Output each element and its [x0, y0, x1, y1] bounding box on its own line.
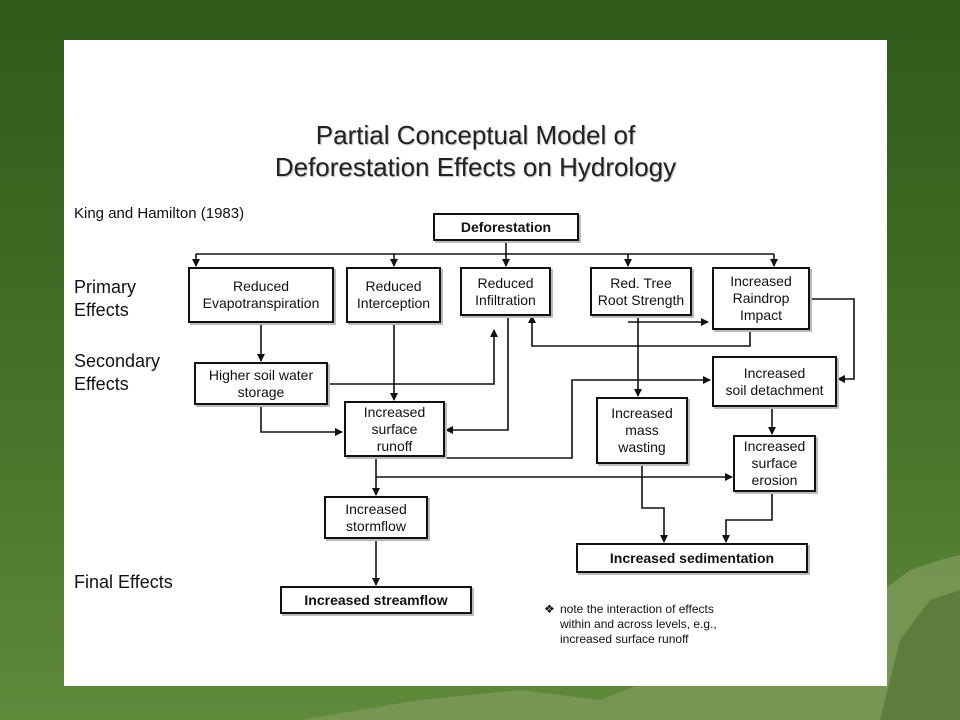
level-secondary-effects: Secondary Effects — [74, 351, 161, 394]
node-increased-raindrop-impact: Increased Raindrop Impact — [712, 267, 810, 330]
note-bullet-icon: ❖ — [544, 602, 555, 616]
node-increased-soil-detachment: Increased soil detachment — [712, 356, 837, 407]
title-line-2: Deforestation Effects on Hydrology — [274, 152, 677, 182]
node-red-tree-root-strength: Red. Tree Root Strength — [590, 267, 692, 316]
node-increased-streamflow: Increased streamflow — [280, 586, 472, 614]
note-text: note the interaction of effects within a… — [560, 602, 717, 646]
node-reduced-evapotranspiration: Reduced Evapotranspiration — [188, 267, 334, 323]
node-reduced-infiltration: Reduced Infiltration — [460, 267, 551, 316]
node-increased-mass-wasting: Increased mass wasting — [596, 397, 688, 464]
level-primary-effects: Primary Effects — [74, 277, 136, 320]
diagram-panel: Partial Conceptual Model of Deforestatio… — [64, 40, 887, 686]
node-higher-soil-water-storage: Higher soil water storage — [194, 362, 328, 405]
node-increased-surface-runoff: Increased surface runoff — [344, 401, 445, 457]
node-deforestation: Deforestation — [433, 213, 579, 241]
level-final-effects: Final Effects — [74, 572, 173, 592]
diagram-connectors — [192, 240, 855, 586]
title-line-1: Partial Conceptual Model of — [315, 120, 636, 150]
node-reduced-interception: Reduced Interception — [346, 267, 441, 323]
citation: King and Hamilton (1983) — [74, 205, 245, 222]
node-increased-sedimentation: Increased sedimentation — [576, 543, 808, 573]
node-increased-stormflow: Increased stormflow — [324, 496, 428, 539]
node-increased-surface-erosion: Increased surface erosion — [733, 435, 816, 492]
